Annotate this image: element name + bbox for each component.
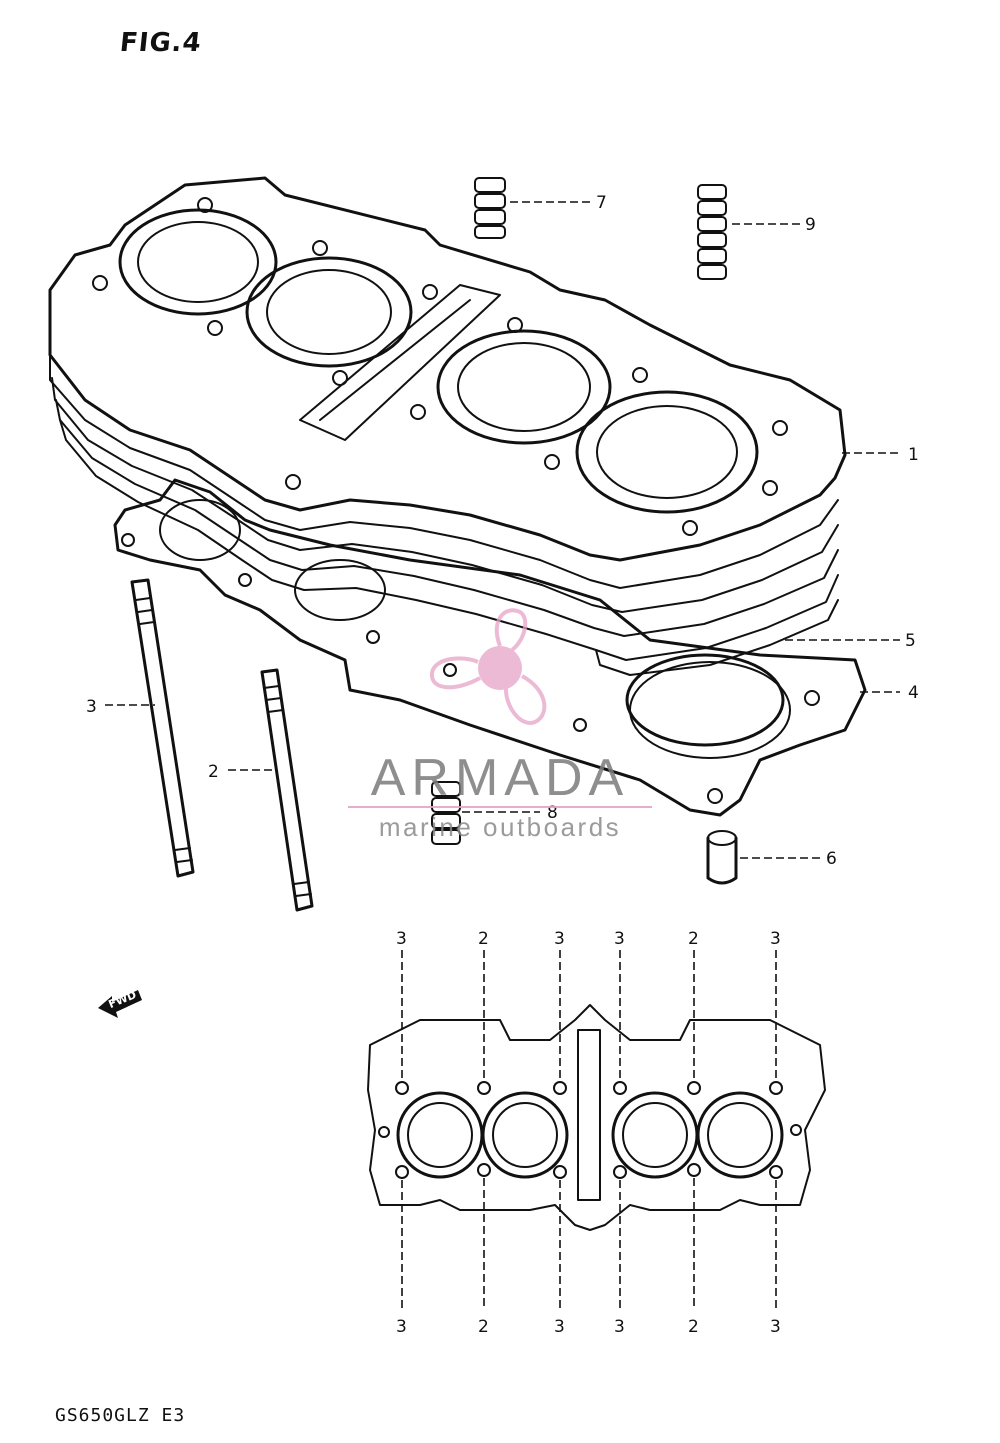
callout-2: 2 [208, 762, 219, 782]
damper-large [697, 184, 727, 280]
plan-label-bottom-6: 3 [770, 1317, 781, 1337]
model-code: GS650GLZ E3 [55, 1405, 186, 1426]
cylinder-block [48, 176, 847, 676]
callout-5: 5 [905, 631, 916, 651]
callout-8: 8 [547, 803, 558, 823]
plan-label-top-3: 3 [554, 929, 565, 949]
plan-label-top-4: 3 [614, 929, 625, 949]
fwd-arrow-icon [98, 990, 142, 1018]
plan-label-top-6: 3 [770, 929, 781, 949]
stud-layout-plan [367, 950, 826, 1310]
stud-long [130, 578, 195, 878]
plan-label-bottom-5: 2 [688, 1317, 699, 1337]
plan-label-bottom-3: 3 [554, 1317, 565, 1337]
callout-9: 9 [805, 215, 816, 235]
callout-7: 7 [596, 193, 607, 213]
callout-6: 6 [826, 849, 837, 869]
propeller-logo-icon [429, 608, 547, 725]
watermark-brand: ARMADA [370, 749, 630, 807]
damper-small [474, 177, 506, 239]
stud-short [260, 668, 314, 912]
o-ring [625, 653, 785, 747]
plan-label-top-1: 3 [396, 929, 407, 949]
dowel-pin [706, 830, 738, 885]
plan-label-top-2: 2 [478, 929, 489, 949]
watermark-tagline: marine outboards [378, 812, 622, 842]
plan-label-bottom-2: 2 [478, 1317, 489, 1337]
damper-medium [431, 781, 461, 845]
plan-label-bottom-1: 3 [396, 1317, 407, 1337]
plan-label-top-5: 2 [688, 929, 699, 949]
plan-label-bottom-4: 3 [614, 1317, 625, 1337]
callout-3: 3 [86, 697, 97, 717]
callout-4: 4 [908, 683, 919, 703]
watermark-rule [348, 806, 652, 808]
callout-1: 1 [908, 445, 919, 465]
leader-lines [105, 201, 900, 859]
